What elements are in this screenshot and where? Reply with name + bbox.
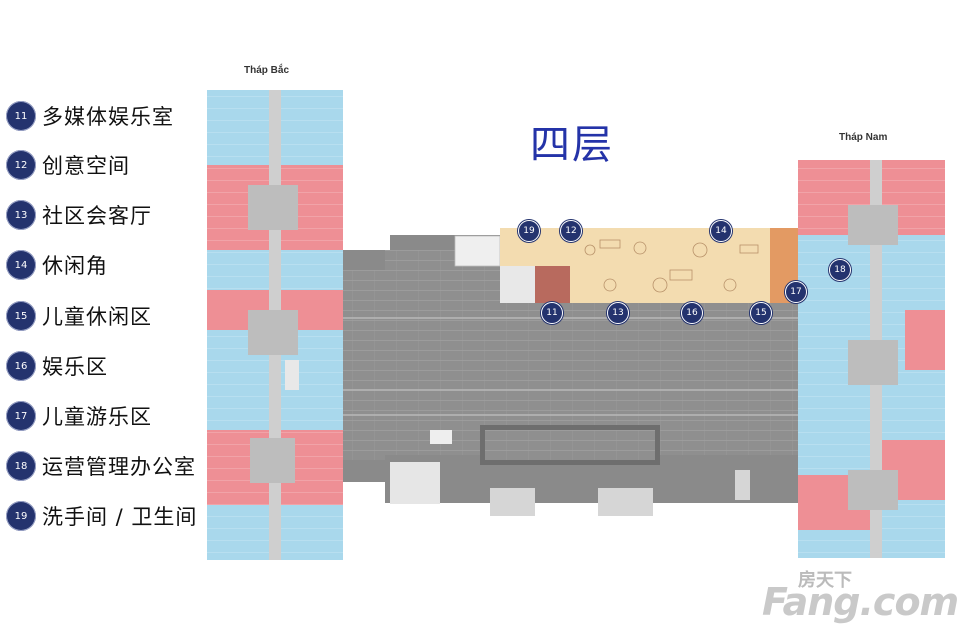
watermark-logo: 房天下 Fang.com xyxy=(762,566,959,630)
legend-label: 娱乐区 xyxy=(42,355,108,379)
plan-marker: 16 xyxy=(681,302,703,324)
legend-badge: 13 xyxy=(6,200,36,230)
legend-label: 创意空间 xyxy=(42,154,130,178)
legend-badge: 12 xyxy=(6,150,36,180)
legend-label: 洗手间 / 卫生间 xyxy=(42,505,198,529)
legend-item: 17 儿童游乐区 xyxy=(6,399,152,433)
legend-badge: 11 xyxy=(6,101,36,131)
legend-label: 多媒体娱乐室 xyxy=(42,105,174,129)
legend-badge: 18 xyxy=(6,451,36,481)
floor-title: 四层 xyxy=(530,122,614,168)
legend-badge: 16 xyxy=(6,351,36,381)
plan-marker: 15 xyxy=(750,302,772,324)
legend-item: 19 洗手间 / 卫生间 xyxy=(6,499,197,533)
legend-badge: 14 xyxy=(6,250,36,280)
legend-label: 运营管理办公室 xyxy=(42,455,196,479)
legend-item: 16 娱乐区 xyxy=(6,349,108,383)
legend-item: 14 休闲角 xyxy=(6,248,108,282)
legend-badge: 15 xyxy=(6,301,36,331)
plan-marker: 14 xyxy=(710,220,732,242)
north-tower-label: Tháp Bắc xyxy=(244,65,290,76)
plan-marker: 19 xyxy=(518,220,540,242)
plan-marker: 11 xyxy=(541,302,563,324)
south-tower-label: Tháp Nam xyxy=(839,132,888,143)
legend-badge: 19 xyxy=(6,501,36,531)
legend-label: 儿童游乐区 xyxy=(42,405,152,429)
legend-badge: 17 xyxy=(6,401,36,431)
legend-label: 社区会客厅 xyxy=(42,204,152,228)
legend-item: 12 创意空间 xyxy=(6,148,130,182)
legend-label: 儿童休闲区 xyxy=(42,305,152,329)
plan-marker: 12 xyxy=(560,220,582,242)
legend-item: 15 儿童休闲区 xyxy=(6,299,152,333)
plan-marker: 17 xyxy=(785,281,807,303)
legend-label: 休闲角 xyxy=(42,254,108,278)
south-tower xyxy=(798,160,945,558)
plan-marker: 18 xyxy=(829,259,851,281)
watermark-cn: 房天下 xyxy=(798,570,852,591)
legend-item: 11 多媒体娱乐室 xyxy=(6,99,174,133)
plan-marker: 13 xyxy=(607,302,629,324)
north-tower xyxy=(207,90,343,560)
legend-item: 13 社区会客厅 xyxy=(6,198,152,232)
legend-item: 18 运营管理办公室 xyxy=(6,449,196,483)
watermark-en: Fang.com xyxy=(762,580,959,624)
